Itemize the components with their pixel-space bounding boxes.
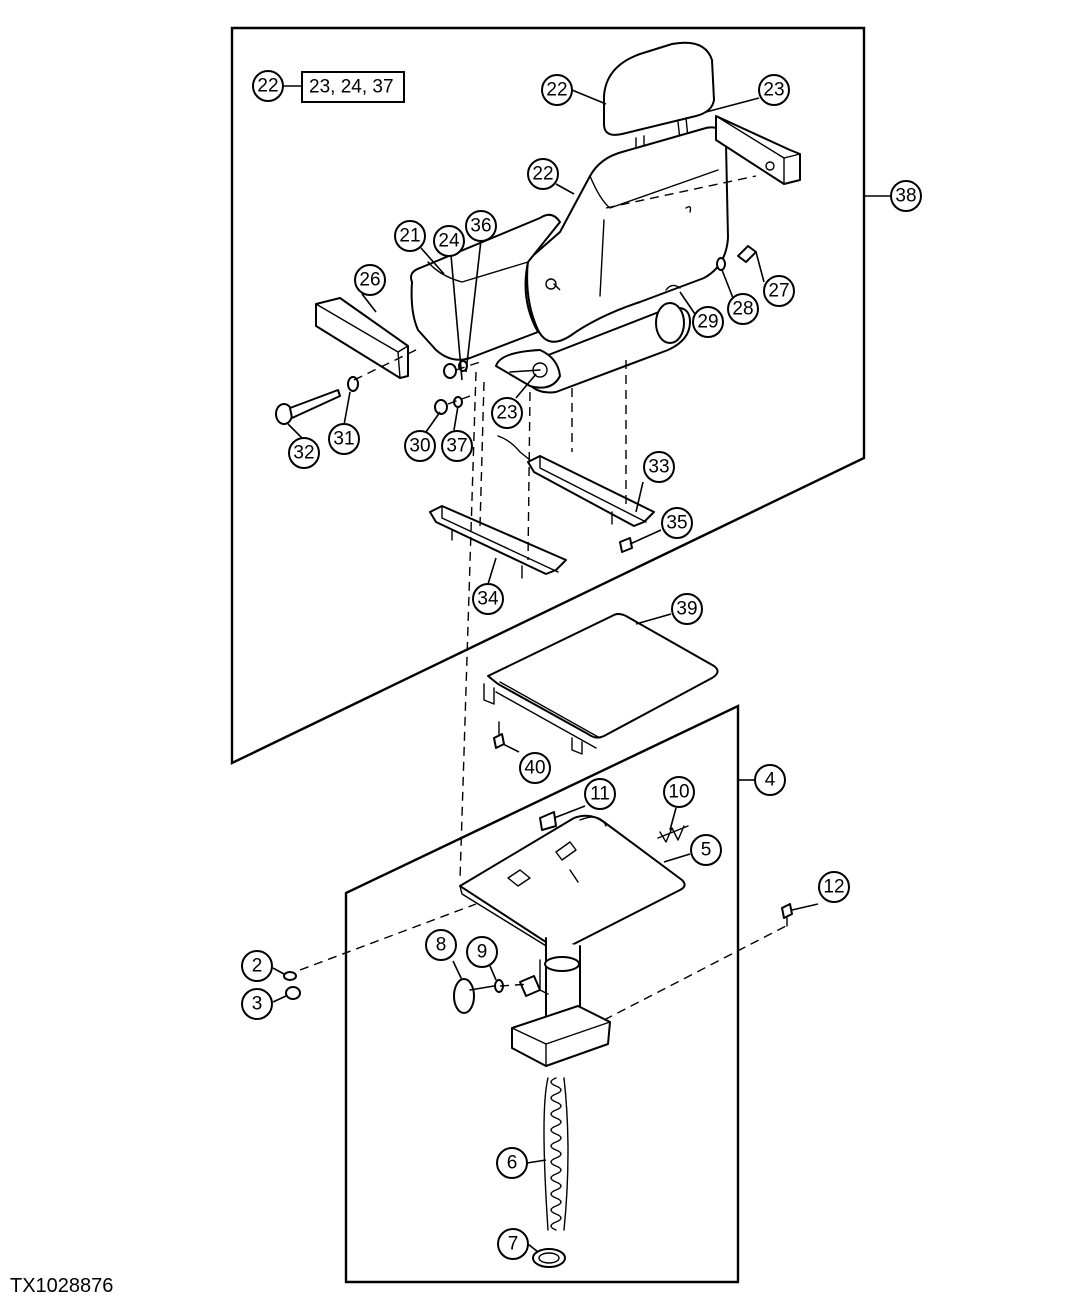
callout-9: 9	[466, 936, 498, 968]
svg-text:8: 8	[436, 935, 447, 956]
alignment-lines	[299, 175, 787, 1021]
svg-text:39: 39	[676, 599, 697, 620]
svg-text:38: 38	[895, 186, 916, 207]
svg-text:5: 5	[701, 840, 712, 861]
svg-text:24: 24	[438, 231, 460, 252]
svg-text:22: 22	[546, 80, 567, 101]
armrest-bolt	[275, 376, 359, 425]
seat-backrest	[526, 126, 729, 343]
callout-25: 22	[541, 74, 573, 106]
callout-3: 3	[241, 988, 273, 1020]
callout-22: 22	[527, 158, 559, 190]
svg-text:26: 26	[359, 270, 380, 291]
svg-text:33: 33	[648, 457, 669, 478]
figure-id: TX1028876	[10, 1275, 113, 1297]
callout-28: 27	[763, 275, 795, 307]
suspension-column	[511, 937, 611, 1067]
callout-21: 21	[394, 220, 426, 252]
callout-10: 10	[663, 776, 695, 808]
svg-text:37: 37	[446, 436, 467, 457]
svg-text:9: 9	[477, 942, 488, 963]
callout-23: 23	[491, 397, 523, 429]
mounting-plate	[483, 613, 719, 755]
callout-36: 35	[661, 507, 693, 539]
svg-text:10: 10	[668, 782, 689, 803]
callout-38: 37	[441, 430, 473, 462]
svg-text:23: 23	[763, 80, 784, 101]
armrest-right	[715, 115, 801, 185]
spring	[543, 1077, 569, 1231]
svg-text:12: 12	[823, 877, 844, 898]
pedestal-assembly-frame	[344, 704, 740, 1284]
svg-text:11: 11	[590, 784, 610, 805]
callout-12: 12	[818, 871, 850, 903]
svg-text:23: 23	[496, 403, 517, 424]
callout-6: 6	[496, 1147, 528, 1179]
callout-5: 5	[690, 834, 722, 866]
armrest-left	[315, 297, 409, 379]
callout-37: 36	[465, 210, 497, 242]
svg-text:27: 27	[768, 281, 789, 302]
callout-11: 11	[584, 778, 616, 810]
callout-8: 8	[425, 929, 457, 961]
pedestal-hardware	[283, 811, 793, 1000]
leader-lines	[272, 89, 890, 1253]
plate-bolt	[493, 721, 505, 749]
callout-33: 32	[288, 437, 320, 469]
callout-2: 2	[241, 950, 273, 982]
svg-text:22: 22	[532, 164, 553, 185]
height-adjust-knob	[453, 975, 541, 1014]
svg-text:30: 30	[409, 436, 430, 457]
callout-24: 24	[433, 225, 465, 257]
svg-text:22: 22	[257, 76, 278, 97]
seat-cushion	[410, 213, 561, 361]
seat-assembly-frame	[230, 26, 866, 765]
svg-text:2: 2	[252, 956, 263, 977]
callout-7: 7	[497, 1228, 529, 1260]
callout-35: 34	[472, 583, 504, 615]
seat-rail-left	[429, 505, 567, 579]
callout-39: 38	[890, 180, 922, 212]
svg-text:6: 6	[507, 1153, 518, 1174]
seat-frame-tube	[495, 302, 691, 394]
svg-text:28: 28	[732, 299, 753, 320]
svg-text:35: 35	[666, 513, 687, 534]
snap-ring	[532, 1248, 566, 1268]
callout-30: 29	[692, 306, 724, 338]
svg-text:31: 31	[333, 429, 354, 450]
reference-note-items: 23, 24, 37	[309, 77, 394, 98]
svg-text:40: 40	[524, 758, 545, 779]
svg-text:36: 36	[470, 216, 491, 237]
svg-text:34: 34	[477, 589, 499, 610]
svg-text:3: 3	[252, 994, 263, 1015]
reference-note: 23, 24, 37	[283, 71, 405, 103]
svg-text:21: 21	[399, 226, 420, 247]
callout-31: 30	[404, 430, 436, 462]
callout-29: 28	[727, 293, 759, 325]
callout-41: 40	[519, 752, 551, 784]
svg-text:29: 29	[697, 312, 718, 333]
svg-text:32: 32	[293, 443, 314, 464]
callout-27: 26	[354, 264, 386, 296]
svg-text:4: 4	[765, 770, 776, 791]
callout-4: 4	[754, 764, 786, 796]
suspension-top-plate	[459, 814, 686, 953]
callout-22-ref: 22	[252, 70, 284, 102]
callout-34: 33	[643, 451, 675, 483]
callout-32: 31	[328, 423, 360, 455]
seat-rail-right	[497, 435, 655, 553]
svg-text:7: 7	[508, 1234, 519, 1255]
callout-26: 23	[758, 74, 790, 106]
callout-40: 39	[671, 593, 703, 625]
